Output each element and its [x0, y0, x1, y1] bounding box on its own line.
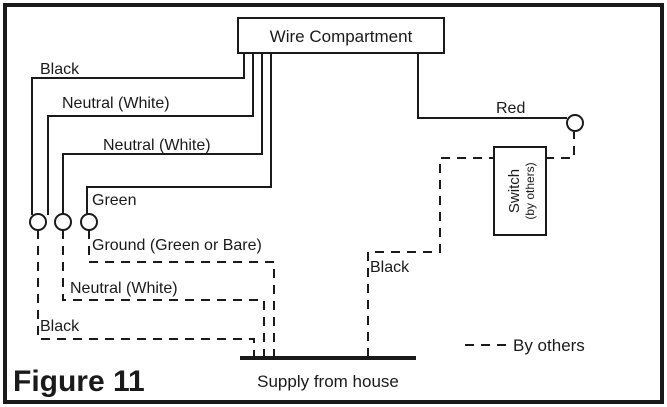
neutral-wire-label-2: Neutral (White) [103, 137, 211, 154]
ground-terminal [80, 213, 98, 231]
red-fixture-wire [417, 52, 567, 119]
ground-house-wire [88, 230, 275, 357]
black-fixture-wire [31, 52, 245, 215]
neutral-house-wire [62, 230, 265, 357]
figure-border [3, 3, 664, 404]
switch-to-red-wire [545, 132, 575, 159]
green-wire-label: Green [92, 192, 136, 209]
legend-label: By others [513, 336, 585, 355]
black-terminal [29, 213, 47, 231]
red-terminal [566, 114, 584, 132]
switch-sublabel: (by others) [523, 162, 537, 219]
switch-label: Switch [506, 169, 523, 213]
ground-wire-label: Ground (Green or Bare) [92, 237, 262, 254]
neutral-house-wire-label: Neutral (White) [70, 280, 178, 297]
black-house-wire [37, 230, 255, 357]
switch-feed-wire [367, 157, 494, 357]
black-wire-label: Black [40, 61, 80, 78]
neutral-fixture-wire-1 [47, 52, 254, 215]
green-fixture-wire [86, 52, 272, 215]
supply-bar [240, 356, 416, 360]
neutral-wire-label-1: Neutral (White) [62, 95, 170, 112]
red-wire-label: Red [496, 100, 525, 117]
switch-black-wire-label: Black [370, 259, 410, 276]
switch-box [493, 146, 547, 236]
wire-compartment-box [237, 17, 445, 54]
figure-label: Figure 11 [13, 365, 145, 398]
neutral-terminal [54, 213, 72, 231]
supply-label: Supply from house [257, 372, 399, 391]
wire-compartment-label: Wire Compartment [270, 27, 413, 46]
black-house-wire-label: Black [40, 318, 80, 335]
neutral-fixture-wire-2 [62, 52, 263, 215]
